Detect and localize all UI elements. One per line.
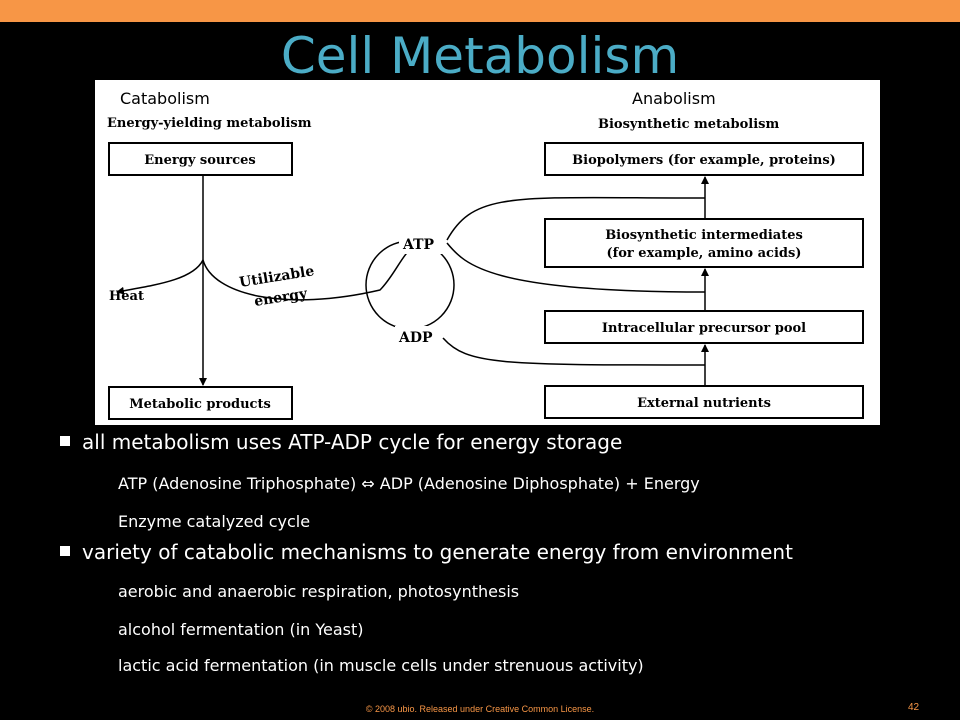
bullet-1-sub-1: ATP (Adenosine Triphosphate) ⇔ ADP (Aden… [118, 474, 700, 493]
precursor-to-adp-line [442, 337, 706, 366]
bullet-2-sub-3: lactic acid fermentation (in muscle cell… [118, 656, 644, 675]
atp-to-biopolymers-line [446, 196, 706, 241]
catabolism-heading: Catabolism [120, 89, 210, 108]
bullet-1-sub-2: Enzyme catalyzed cycle [118, 512, 311, 531]
slide-title: Cell Metabolism [280, 27, 680, 85]
biosynthetic-intermediates-box [544, 218, 864, 268]
bullet-2: variety of catabolic mechanisms to gener… [60, 540, 793, 564]
biopolymers-label: Biopolymers (for example, proteins) [572, 153, 836, 168]
footer-copyright: © 2008 ubio. Released under Creative Com… [365, 704, 595, 714]
precursor-pool-label: Intracellular precursor pool [602, 321, 806, 336]
diagram-svg: Catabolism Energy-yielding metabolism An… [95, 80, 880, 425]
bullet-1-text: all metabolism uses ATP-ADP cycle for en… [82, 430, 623, 454]
external-nutrients-box [544, 385, 864, 419]
catabolism-subheading: Energy-yielding metabolism [107, 116, 312, 131]
energy-sources-label: Energy sources [144, 153, 255, 168]
metabolic-products-label: Metabolic products [129, 397, 271, 412]
bullet-2-text: variety of catabolic mechanisms to gener… [82, 540, 793, 564]
biopolymers-box [544, 142, 864, 176]
square-bullet-icon [60, 546, 70, 556]
page-number: 42 [908, 702, 920, 713]
diagram-background [95, 80, 880, 425]
square-bullet-icon [60, 436, 70, 446]
intermediates-label-line2: (for example, amino acids) [607, 246, 802, 261]
anabolism-subheading: Biosynthetic metabolism [598, 117, 779, 132]
heat-arrow [116, 259, 204, 295]
adp-label-bg [395, 326, 443, 348]
atp-label-bg [399, 232, 445, 254]
energy-sources-box [108, 142, 293, 176]
bullet-2-sub-1: aerobic and anaerobic respiration, photo… [118, 582, 520, 601]
metabolism-diagram: Catabolism Energy-yielding metabolism An… [95, 80, 880, 425]
bullet-2-sub-2: alcohol fermentation (in Yeast) [118, 620, 364, 639]
intermediates-label-line1: Biosynthetic intermediates [605, 228, 803, 243]
utilizable-energy-arrow [202, 245, 416, 301]
atp-to-intermediates-line [446, 242, 706, 293]
precursor-pool-box [544, 310, 864, 344]
atp-label: ATP [402, 237, 435, 253]
adp-label: ADP [398, 330, 433, 346]
external-nutrients-label: External nutrients [637, 396, 771, 411]
anabolism-heading: Anabolism [632, 89, 716, 108]
top-accent-bar [0, 0, 960, 22]
heat-label: Heat [109, 289, 144, 304]
metabolic-products-box [108, 386, 293, 420]
bullet-1: all metabolism uses ATP-ADP cycle for en… [60, 430, 622, 454]
